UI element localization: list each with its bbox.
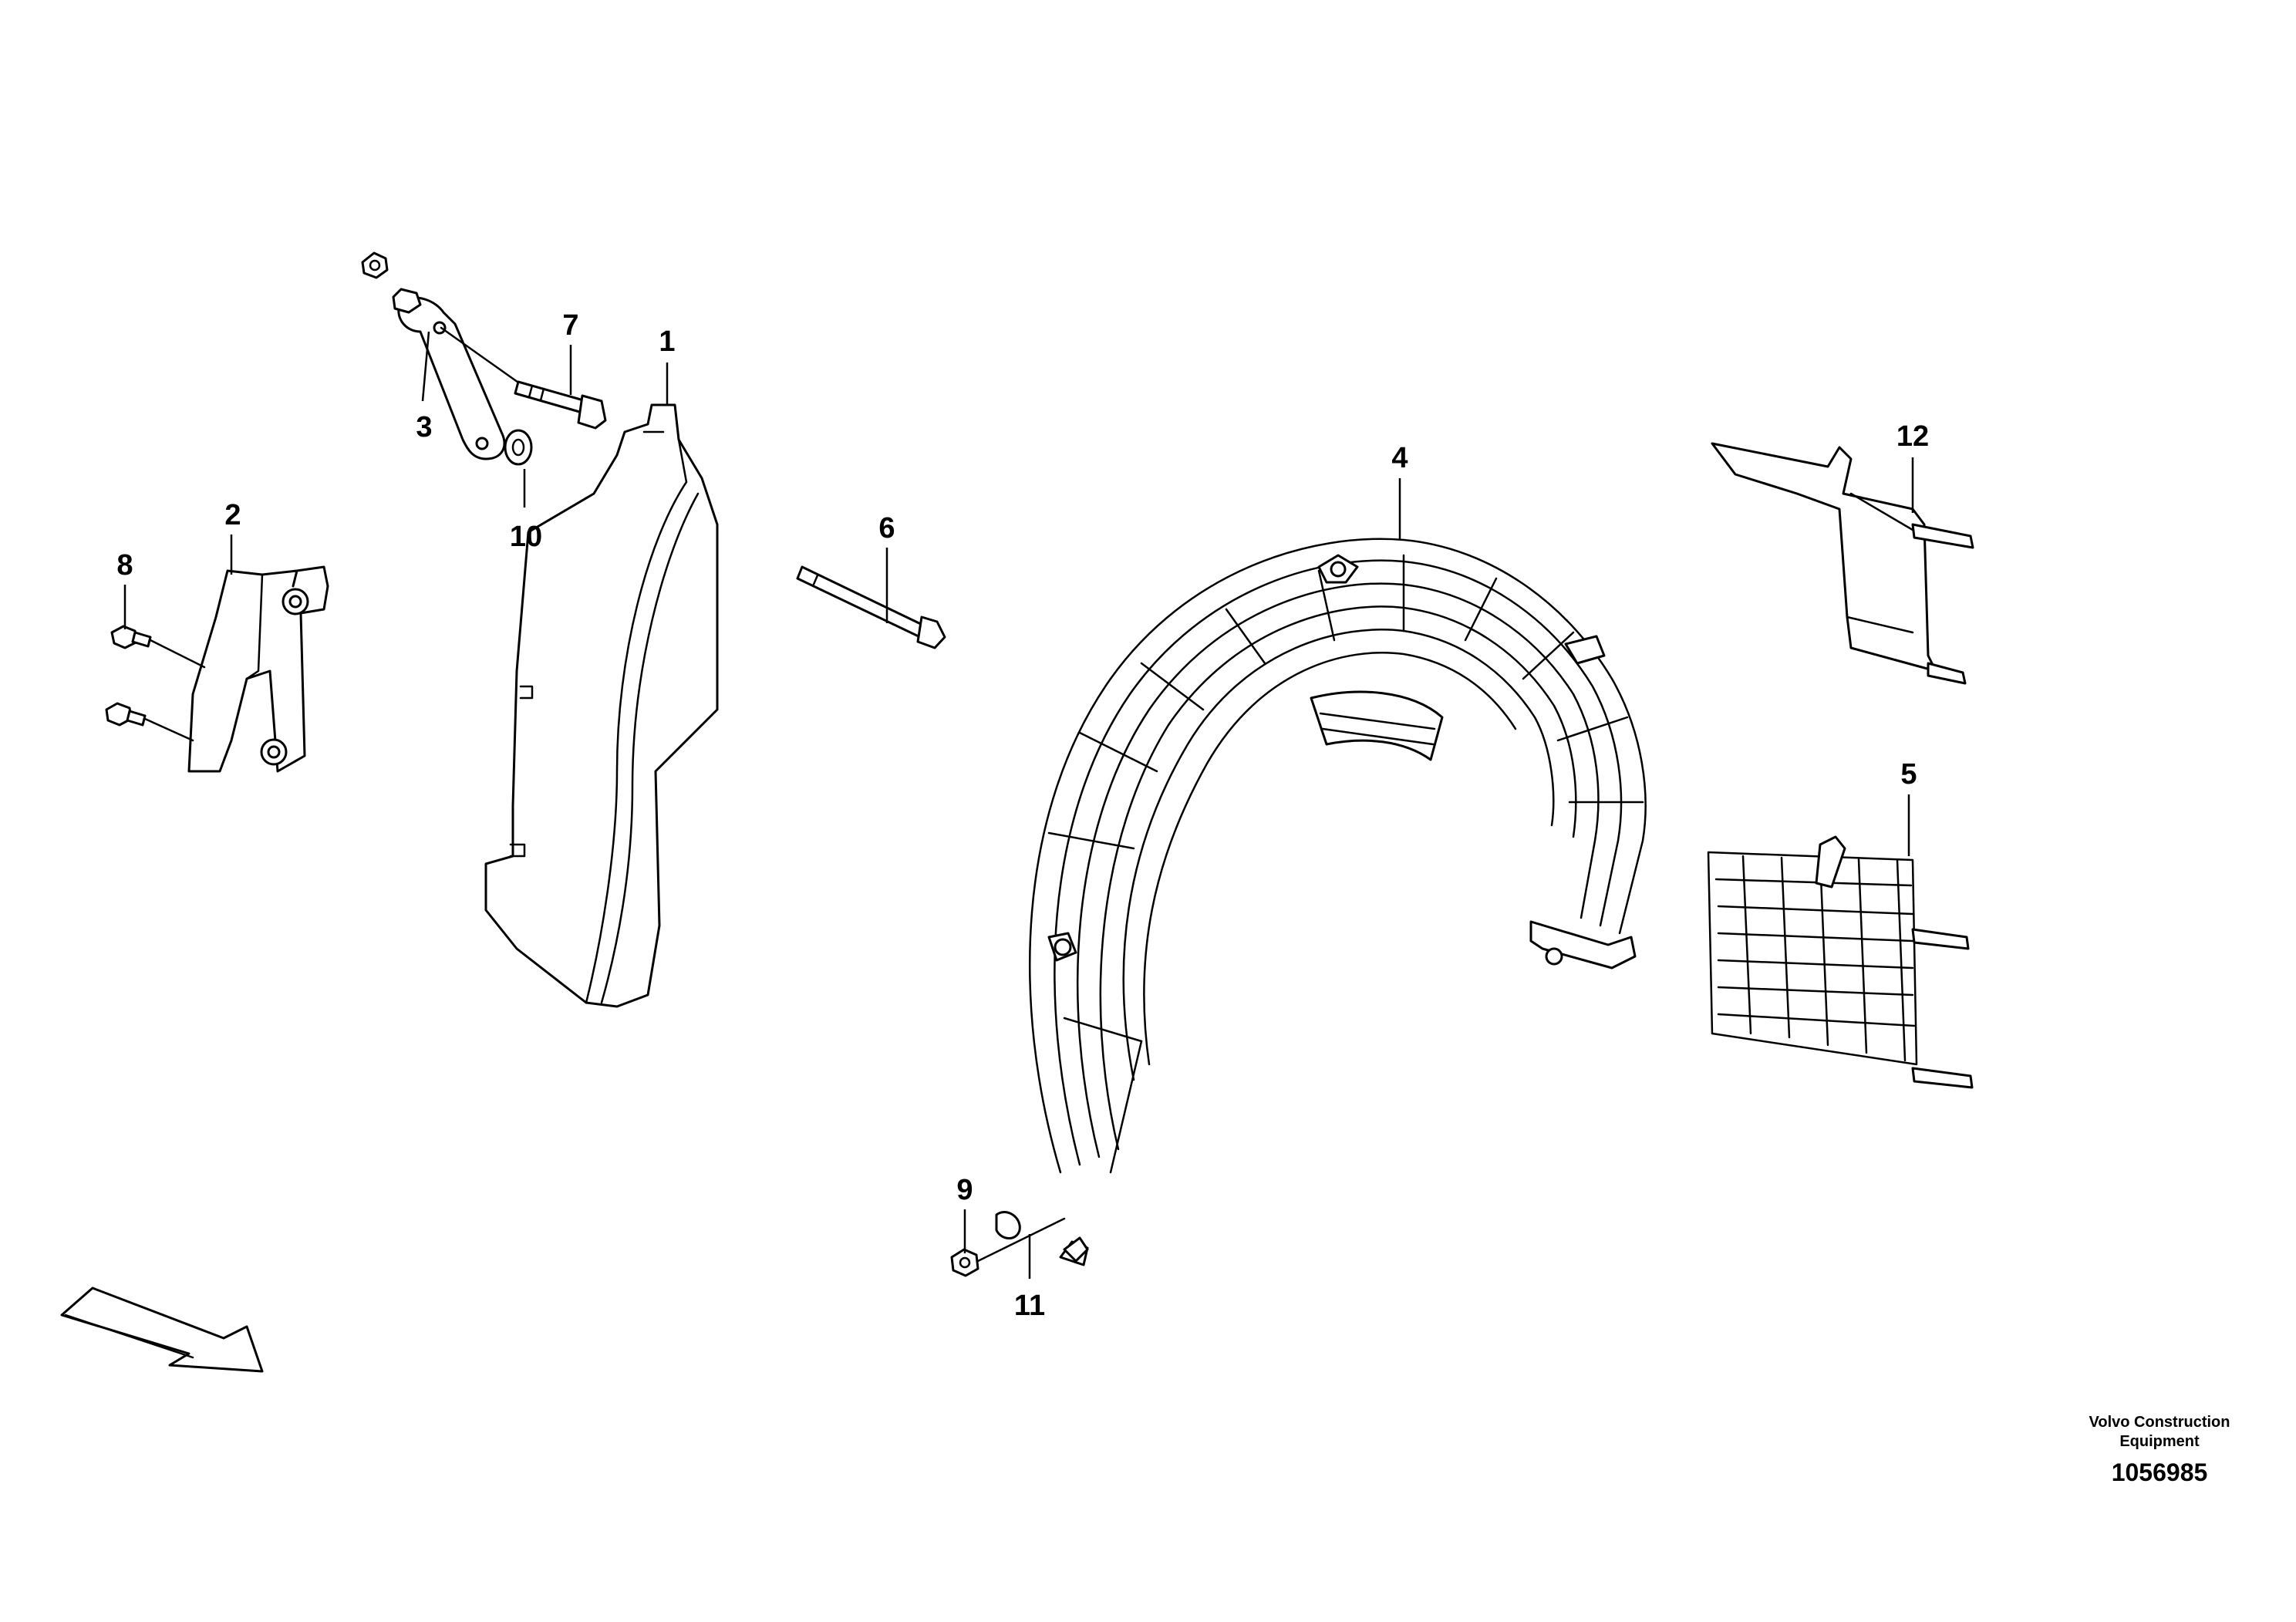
callout-9: 9 xyxy=(956,1174,973,1206)
part-2-bracket-plate xyxy=(187,565,329,773)
part-5-wire-guard xyxy=(1707,835,1974,1089)
callout-5: 5 xyxy=(1900,758,1917,791)
part-11-washer xyxy=(995,1211,1021,1239)
callout-6: 6 xyxy=(878,512,895,545)
part-6-long-bolt xyxy=(796,565,946,649)
callout-3: 3 xyxy=(416,411,432,443)
part-4-fan-guard xyxy=(1029,538,1647,1266)
callout-labels: 1 2 3 4 5 6 7 8 9 10 11 12 xyxy=(116,309,1929,1322)
callout-11: 11 xyxy=(1014,1290,1045,1322)
part-3-link-arm xyxy=(361,251,522,460)
part-9-nut xyxy=(950,1217,1066,1277)
callout-1: 1 xyxy=(659,325,675,358)
callout-2: 2 xyxy=(224,499,241,531)
publisher-line-1: Volvo Construction xyxy=(2089,1414,2230,1431)
title-block: Volvo Construction Equipment 1056985 xyxy=(2089,1414,2230,1486)
forward-direction-arrow-icon xyxy=(60,1286,264,1373)
callout-12: 12 xyxy=(1896,420,1929,453)
part-1-shroud-side-panel xyxy=(484,403,719,1008)
nut-icon xyxy=(361,251,389,279)
callout-7: 7 xyxy=(562,309,578,342)
callout-4: 4 xyxy=(1391,442,1408,474)
document-number: 1056985 xyxy=(2112,1458,2208,1486)
publisher-line-2: Equipment xyxy=(2119,1433,2200,1450)
callout-10: 10 xyxy=(510,521,542,553)
leader-lines xyxy=(123,331,1914,1279)
callout-8: 8 xyxy=(116,549,133,582)
part-12-side-guard-bracket xyxy=(1711,442,1974,685)
part-7-bolt xyxy=(514,380,607,430)
part-10-washer xyxy=(504,429,533,466)
part-8-bolts xyxy=(105,625,206,742)
